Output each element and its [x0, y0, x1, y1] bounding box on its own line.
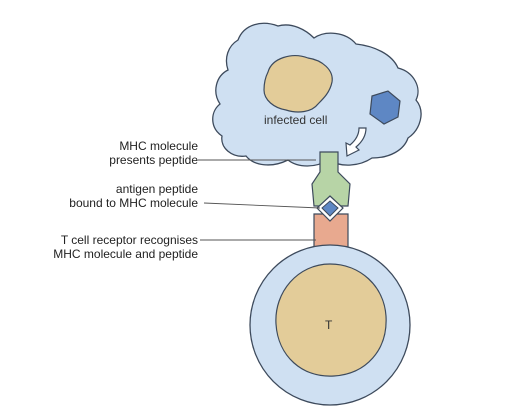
tcr-label-line1: T cell receptor recognises — [60, 233, 198, 247]
tcr-label-line2: MHC molecule and peptide — [53, 247, 198, 261]
t-nucleus-label: T — [325, 318, 333, 332]
peptide-inner-diamond — [321, 200, 339, 217]
mhc-label-line2: presents peptide — [109, 153, 198, 167]
infected-cell-nucleus — [263, 55, 333, 113]
mhc-label-line1: MHC molecule — [119, 139, 198, 153]
tcr-label: T cell receptor recognises MHC molecule … — [53, 233, 198, 261]
mhc-molecule — [311, 151, 351, 207]
hexagon-icon — [369, 90, 401, 125]
infected-cell-label: infected cell — [264, 113, 328, 127]
antigen-label-line2: bound to MHC molecule — [69, 196, 198, 210]
mhc-label: MHC molecule presents peptide — [109, 139, 198, 167]
antigen-label: antigen peptide bound to MHC molecule — [69, 182, 198, 210]
t-cell-nucleus — [275, 263, 387, 377]
antigen-label-line1: antigen peptide — [115, 182, 198, 196]
curved-arrow-icon — [345, 127, 367, 157]
antigen-leader-line — [203, 202, 321, 209]
